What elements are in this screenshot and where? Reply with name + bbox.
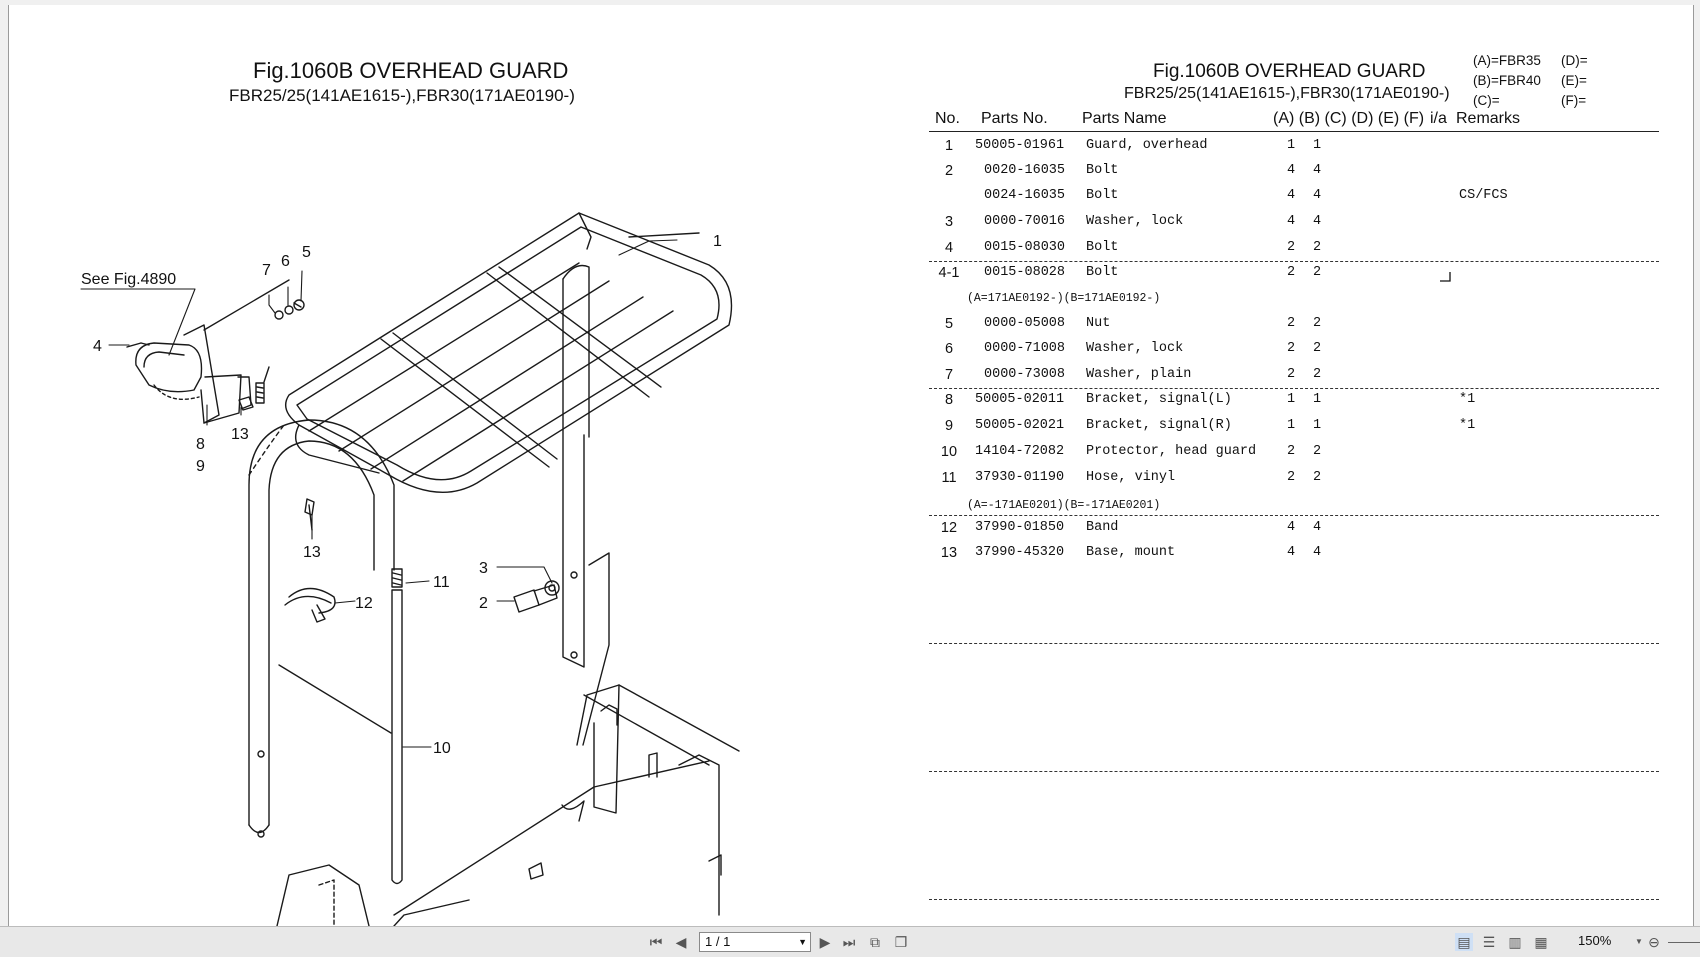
section-divider (929, 261, 1659, 262)
callout-4: 4 (93, 338, 102, 355)
callout-12: 12 (355, 595, 373, 612)
document-page: Fig.1060B OVERHEAD GUARD FBR25/25(141AE1… (8, 5, 1694, 926)
zoom-slider[interactable] (1668, 942, 1700, 943)
callout-13-post: 13 (303, 544, 321, 561)
signal-bracket-drawing (126, 279, 315, 531)
page-indicator: 1 / 1 (705, 934, 731, 949)
callout-9: 9 (196, 458, 205, 475)
rotate-view-icon[interactable]: ⧉ (870, 934, 880, 950)
exploded-parts-diagram: See Fig.4890 1 2 3 4 5 6 7 8 9 10 11 12 … (80, 212, 740, 926)
callout-10: 10 (433, 740, 451, 757)
chassis-drawing (276, 684, 740, 926)
chevron-down-icon: ▼ (798, 937, 807, 947)
bolt-washer-drawing (513, 580, 560, 613)
legend-b: (B)=FBR40 (1473, 73, 1541, 88)
facing-continuous-view-icon[interactable]: ▦ (1534, 934, 1548, 950)
header-no: No. (935, 110, 960, 127)
header-remarks: Remarks (1456, 110, 1521, 127)
legend-e: (E)= (1561, 73, 1587, 88)
rear-post-drawing (248, 419, 395, 838)
zoom-level[interactable]: 150% (1578, 933, 1612, 948)
facing-view-icon[interactable]: ▥ (1508, 934, 1522, 950)
callout-8: 8 (196, 436, 205, 453)
right-figure-title: Fig.1060B OVERHEAD GUARD (1153, 61, 1426, 82)
front-post-drawing (562, 264, 610, 746)
header-model-columns: (A) (B) (C) (D) (E) (F) (1273, 110, 1425, 127)
header-parts-name: Parts Name (1082, 110, 1167, 127)
section-divider (929, 388, 1659, 389)
see-fig-reference: See Fig.4890 (81, 271, 176, 288)
legend-f: (F)= (1561, 93, 1587, 108)
section-divider (929, 771, 1659, 772)
callout-11: 11 (433, 574, 450, 591)
legend-d: (D)= (1561, 53, 1588, 68)
callout-3: 3 (479, 560, 488, 577)
callout-5: 5 (302, 244, 311, 261)
protector-tube-drawing (391, 568, 403, 885)
leader-lines (80, 239, 678, 748)
serial-note: (A=171AE0192-)(B=171AE0192-) (967, 292, 1161, 305)
header-rule (929, 131, 1659, 132)
left-figure-subtitle: FBR25/25(141AE1615-),FBR30(171AE0190-) (229, 86, 575, 105)
right-figure-subtitle: FBR25/25(141AE1615-),FBR30(171AE0190-) (1124, 85, 1450, 102)
next-page-icon[interactable]: ▶ (819, 934, 831, 950)
fit-page-icon[interactable]: ❐ (894, 934, 908, 950)
header-ia: i/a (1430, 110, 1447, 127)
legend-c: (C)= (1473, 93, 1500, 108)
callout-1: 1 (713, 233, 722, 250)
zoom-out-icon[interactable]: ⊖ (1648, 934, 1660, 950)
serial-note: (A=-171AE0201)(B=-171AE0201) (967, 499, 1161, 512)
first-page-icon[interactable]: ⏮ (649, 934, 663, 950)
left-figure-title: Fig.1060B OVERHEAD GUARD (253, 58, 569, 83)
legend-a: (A)=FBR35 (1473, 53, 1541, 68)
viewer-statusbar: ⏮ ◀ 1 / 1 ▼ ▶ ⏭ ⧉ ❐ ▤ ☰ ▥ ▦ 150% ▼ ⊖ (0, 926, 1700, 957)
header-parts-no: Parts No. (981, 110, 1048, 127)
band-drawing (284, 587, 336, 623)
continuous-view-icon[interactable]: ☰ (1482, 934, 1496, 950)
callout-7: 7 (262, 262, 271, 279)
section-divider (929, 899, 1659, 900)
overhead-guard-drawing (285, 212, 733, 493)
last-page-icon[interactable]: ⏭ (842, 934, 856, 950)
callout-2: 2 (479, 595, 488, 612)
previous-page-icon[interactable]: ◀ (675, 934, 687, 950)
section-divider (929, 515, 1659, 516)
single-page-view-icon[interactable]: ▤ (1455, 933, 1473, 951)
revision-mark-icon (1440, 272, 1451, 282)
page-selector[interactable]: 1 / 1 ▼ (699, 932, 811, 952)
section-divider (929, 643, 1659, 644)
zoom-dropdown-icon[interactable]: ▼ (1635, 937, 1643, 946)
callout-6: 6 (281, 253, 290, 270)
callout-13-bracket: 13 (231, 426, 249, 443)
